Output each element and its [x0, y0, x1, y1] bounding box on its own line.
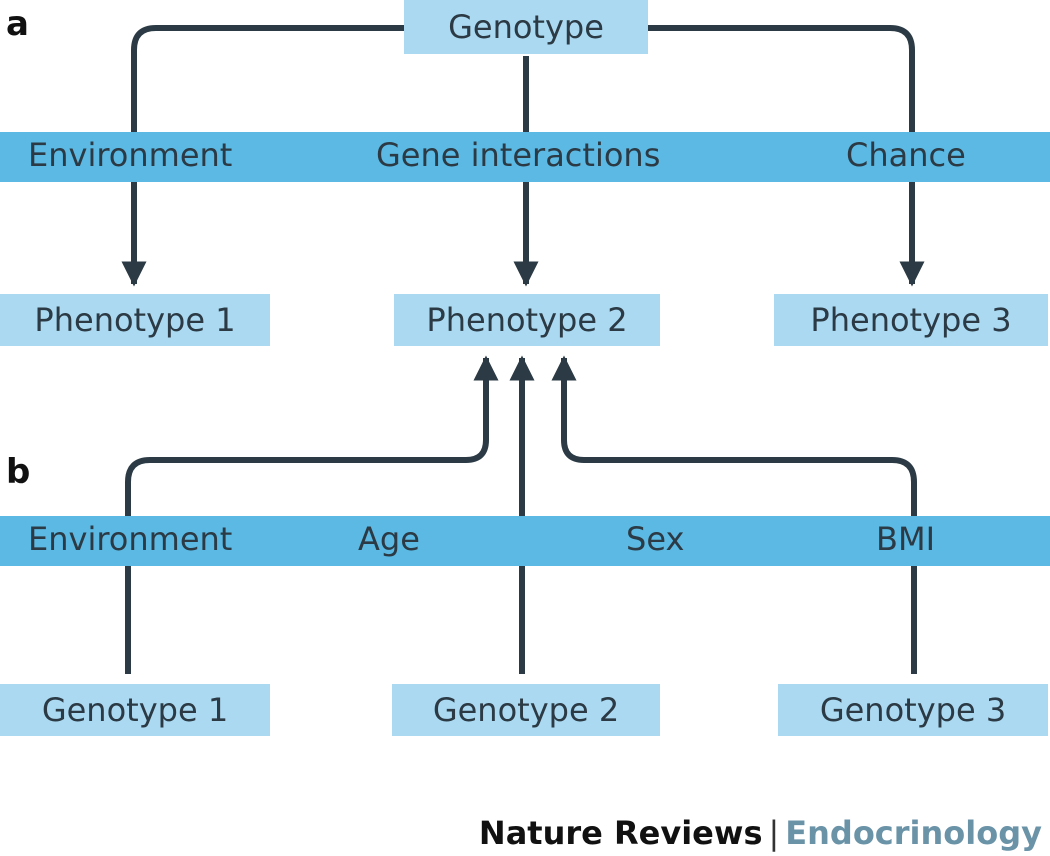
phenotype-3-box: Phenotype 3: [774, 294, 1048, 346]
credit-separator: |: [768, 814, 780, 852]
journal-section: Endocrinology: [785, 814, 1042, 852]
phenotype-2-box: Phenotype 2: [394, 294, 660, 346]
journal-credit: Nature Reviews|Endocrinology: [479, 814, 1042, 852]
panel-a-letter: a: [6, 4, 29, 44]
genotype-3-box: Genotype 3: [778, 684, 1048, 736]
arrow-genotype-to-phenotype-1: [131, 25, 404, 132]
band-label-environment: Environment: [28, 136, 233, 174]
panel-b-letter: b: [6, 452, 31, 492]
band-label-age: Age: [358, 520, 420, 558]
band-label-chance: Chance: [846, 136, 966, 174]
genotype-2-box: Genotype 2: [392, 684, 660, 736]
band-label-gene-interactions: Gene interactions: [376, 136, 661, 174]
journal-name: Nature Reviews: [478, 814, 763, 852]
phenotype-1-box: Phenotype 1: [0, 294, 270, 346]
panel-a-factor-band: [0, 132, 1050, 182]
genotype-1-box: Genotype 1: [0, 684, 270, 736]
panel-b-factor-band: [0, 516, 1050, 566]
genotype-box: Genotype: [404, 0, 648, 54]
band-label-environment-b: Environment: [28, 520, 233, 558]
band-label-bmi: BMI: [876, 520, 935, 558]
band-label-sex: Sex: [626, 520, 685, 558]
arrow-genotype-to-phenotype-3: [648, 25, 915, 132]
